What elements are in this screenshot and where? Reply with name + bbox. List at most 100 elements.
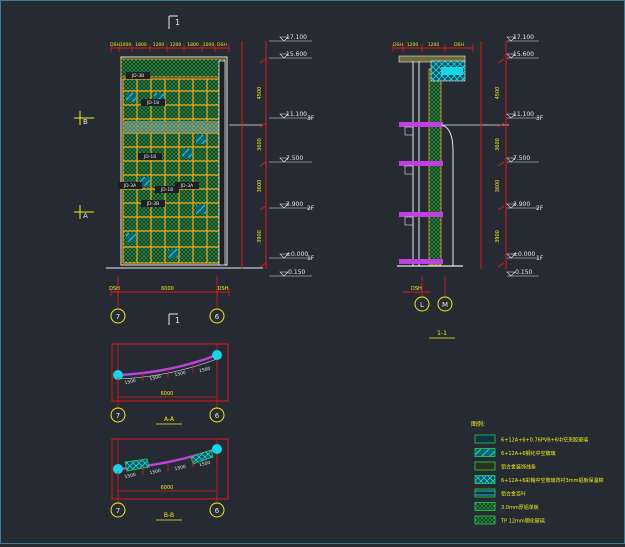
segment-dim: 1500: [149, 374, 162, 382]
svg-text:6: 6: [215, 507, 220, 515]
floor-label: 2F: [307, 205, 315, 212]
section-title: 1-1: [437, 330, 447, 337]
level-symbol: [279, 253, 289, 259]
level-value: 15.600: [286, 51, 307, 58]
section-wall-band: [428, 68, 442, 266]
level-value: 15.600: [513, 51, 534, 58]
level-value: 7.500: [286, 155, 303, 162]
top-flashing: [441, 67, 463, 75]
legend-swatch: [474, 502, 496, 511]
plan-bb-node-right: [212, 444, 222, 454]
dim-tick: [259, 58, 267, 64]
level-value: 3.900: [286, 201, 303, 208]
svg-text:B: B: [83, 118, 88, 126]
dim-tick: [497, 161, 505, 167]
top-dim-label: 1000: [120, 42, 132, 48]
floor-slab: [399, 161, 443, 166]
glass-panel: [196, 135, 206, 144]
top-dim-label: 1800: [135, 42, 147, 48]
top-dim-label: 1200: [170, 42, 182, 48]
legend-swatch: [474, 461, 496, 471]
legend-label: 铝合金百叶: [501, 491, 526, 498]
panel-tag-bg: [155, 186, 179, 193]
slab-bracket: [404, 216, 414, 226]
bottom-dim-label: DSH: [109, 286, 120, 292]
section-curve: [440, 124, 454, 266]
level-symbol: [279, 53, 289, 59]
panel-tag: JD-18: [160, 187, 173, 193]
facade-outline: [120, 56, 228, 266]
glass-panel: [126, 233, 136, 242]
dim-tick: [259, 122, 267, 128]
panel-tag-bg: [138, 153, 162, 160]
plan-bb-louver-left: [124, 458, 150, 472]
level-symbol: [279, 271, 289, 277]
panel-tag: JD-3A: [180, 183, 194, 189]
segment-dim: 1500: [124, 472, 137, 480]
vertical-dim-label: 4500: [495, 87, 501, 100]
dim-tick: [497, 58, 505, 64]
level-value: 17.100: [286, 34, 307, 41]
level-value: 17.100: [513, 34, 534, 41]
vertical-dim-label: 3600: [257, 138, 263, 151]
level-symbol: [506, 53, 516, 59]
svg-text:6: 6: [215, 412, 220, 420]
side-mark-b: B: [74, 111, 94, 126]
vertical-dim-label: 4500: [257, 87, 263, 100]
level-value: ±0.000: [286, 251, 308, 258]
level-symbol: [506, 253, 516, 259]
vertical-dim-label: 3600: [495, 138, 501, 151]
floor-label: 2F: [536, 205, 544, 212]
svg-text:L: L: [420, 301, 424, 309]
level-symbol: [279, 113, 289, 119]
level-value: -0.150: [513, 269, 533, 276]
glass-panel: [154, 93, 164, 102]
level-value: 11.100: [513, 111, 534, 118]
legend-title: 图例:: [471, 420, 485, 428]
plan-bb-frame: [111, 438, 229, 500]
svg-text:A: A: [83, 212, 88, 220]
section-top-dim: 1200: [428, 42, 440, 48]
side-mullion: [218, 60, 226, 266]
aluminum-band-texture: [123, 121, 219, 133]
legend-swatch: [474, 434, 496, 444]
glass-panel: [140, 177, 150, 186]
dim-tick: [497, 122, 505, 128]
section-top-dim: 1200: [407, 42, 419, 48]
level-value: -0.150: [286, 269, 306, 276]
legend-label: 6+12A+6+0.76PVB+6中空夹胶玻璃: [501, 437, 588, 444]
glass-panel: [168, 249, 178, 258]
legend-label: TP 12mm钢化玻璃: [500, 518, 545, 525]
legend-label: 3.0mm厚铝单板: [501, 504, 539, 511]
dim-tick: [259, 205, 267, 211]
axis-bubble-7: [110, 308, 126, 324]
plan-aa-node-right: [212, 350, 222, 360]
legend-swatch: [474, 475, 496, 484]
bottom-dim-label: 6000: [161, 286, 174, 292]
glass-panel: [182, 149, 192, 158]
segment-dim: 1500: [149, 468, 162, 476]
plan-bb-title: B-B: [164, 512, 174, 519]
svg-text:7: 7: [116, 313, 120, 321]
plan-aa-node-left: [113, 370, 123, 380]
vertical-dim-label: 3900: [257, 230, 263, 243]
section-top-dim: DSH: [393, 42, 403, 48]
section-mark-top: 1: [175, 18, 180, 27]
side-mark-a: A: [74, 205, 94, 220]
slab-bracket: [404, 126, 414, 136]
level-value: 7.500: [513, 155, 530, 162]
dim-tick: [259, 262, 267, 268]
plan-aa-glass-curve: [117, 353, 218, 377]
floor-label: 3F: [307, 115, 315, 122]
panel-tag: JD-18: [143, 154, 156, 160]
panel-tag-bg: [118, 182, 142, 189]
level-value: ±0.000: [513, 251, 535, 258]
dim-tick: [497, 262, 505, 268]
